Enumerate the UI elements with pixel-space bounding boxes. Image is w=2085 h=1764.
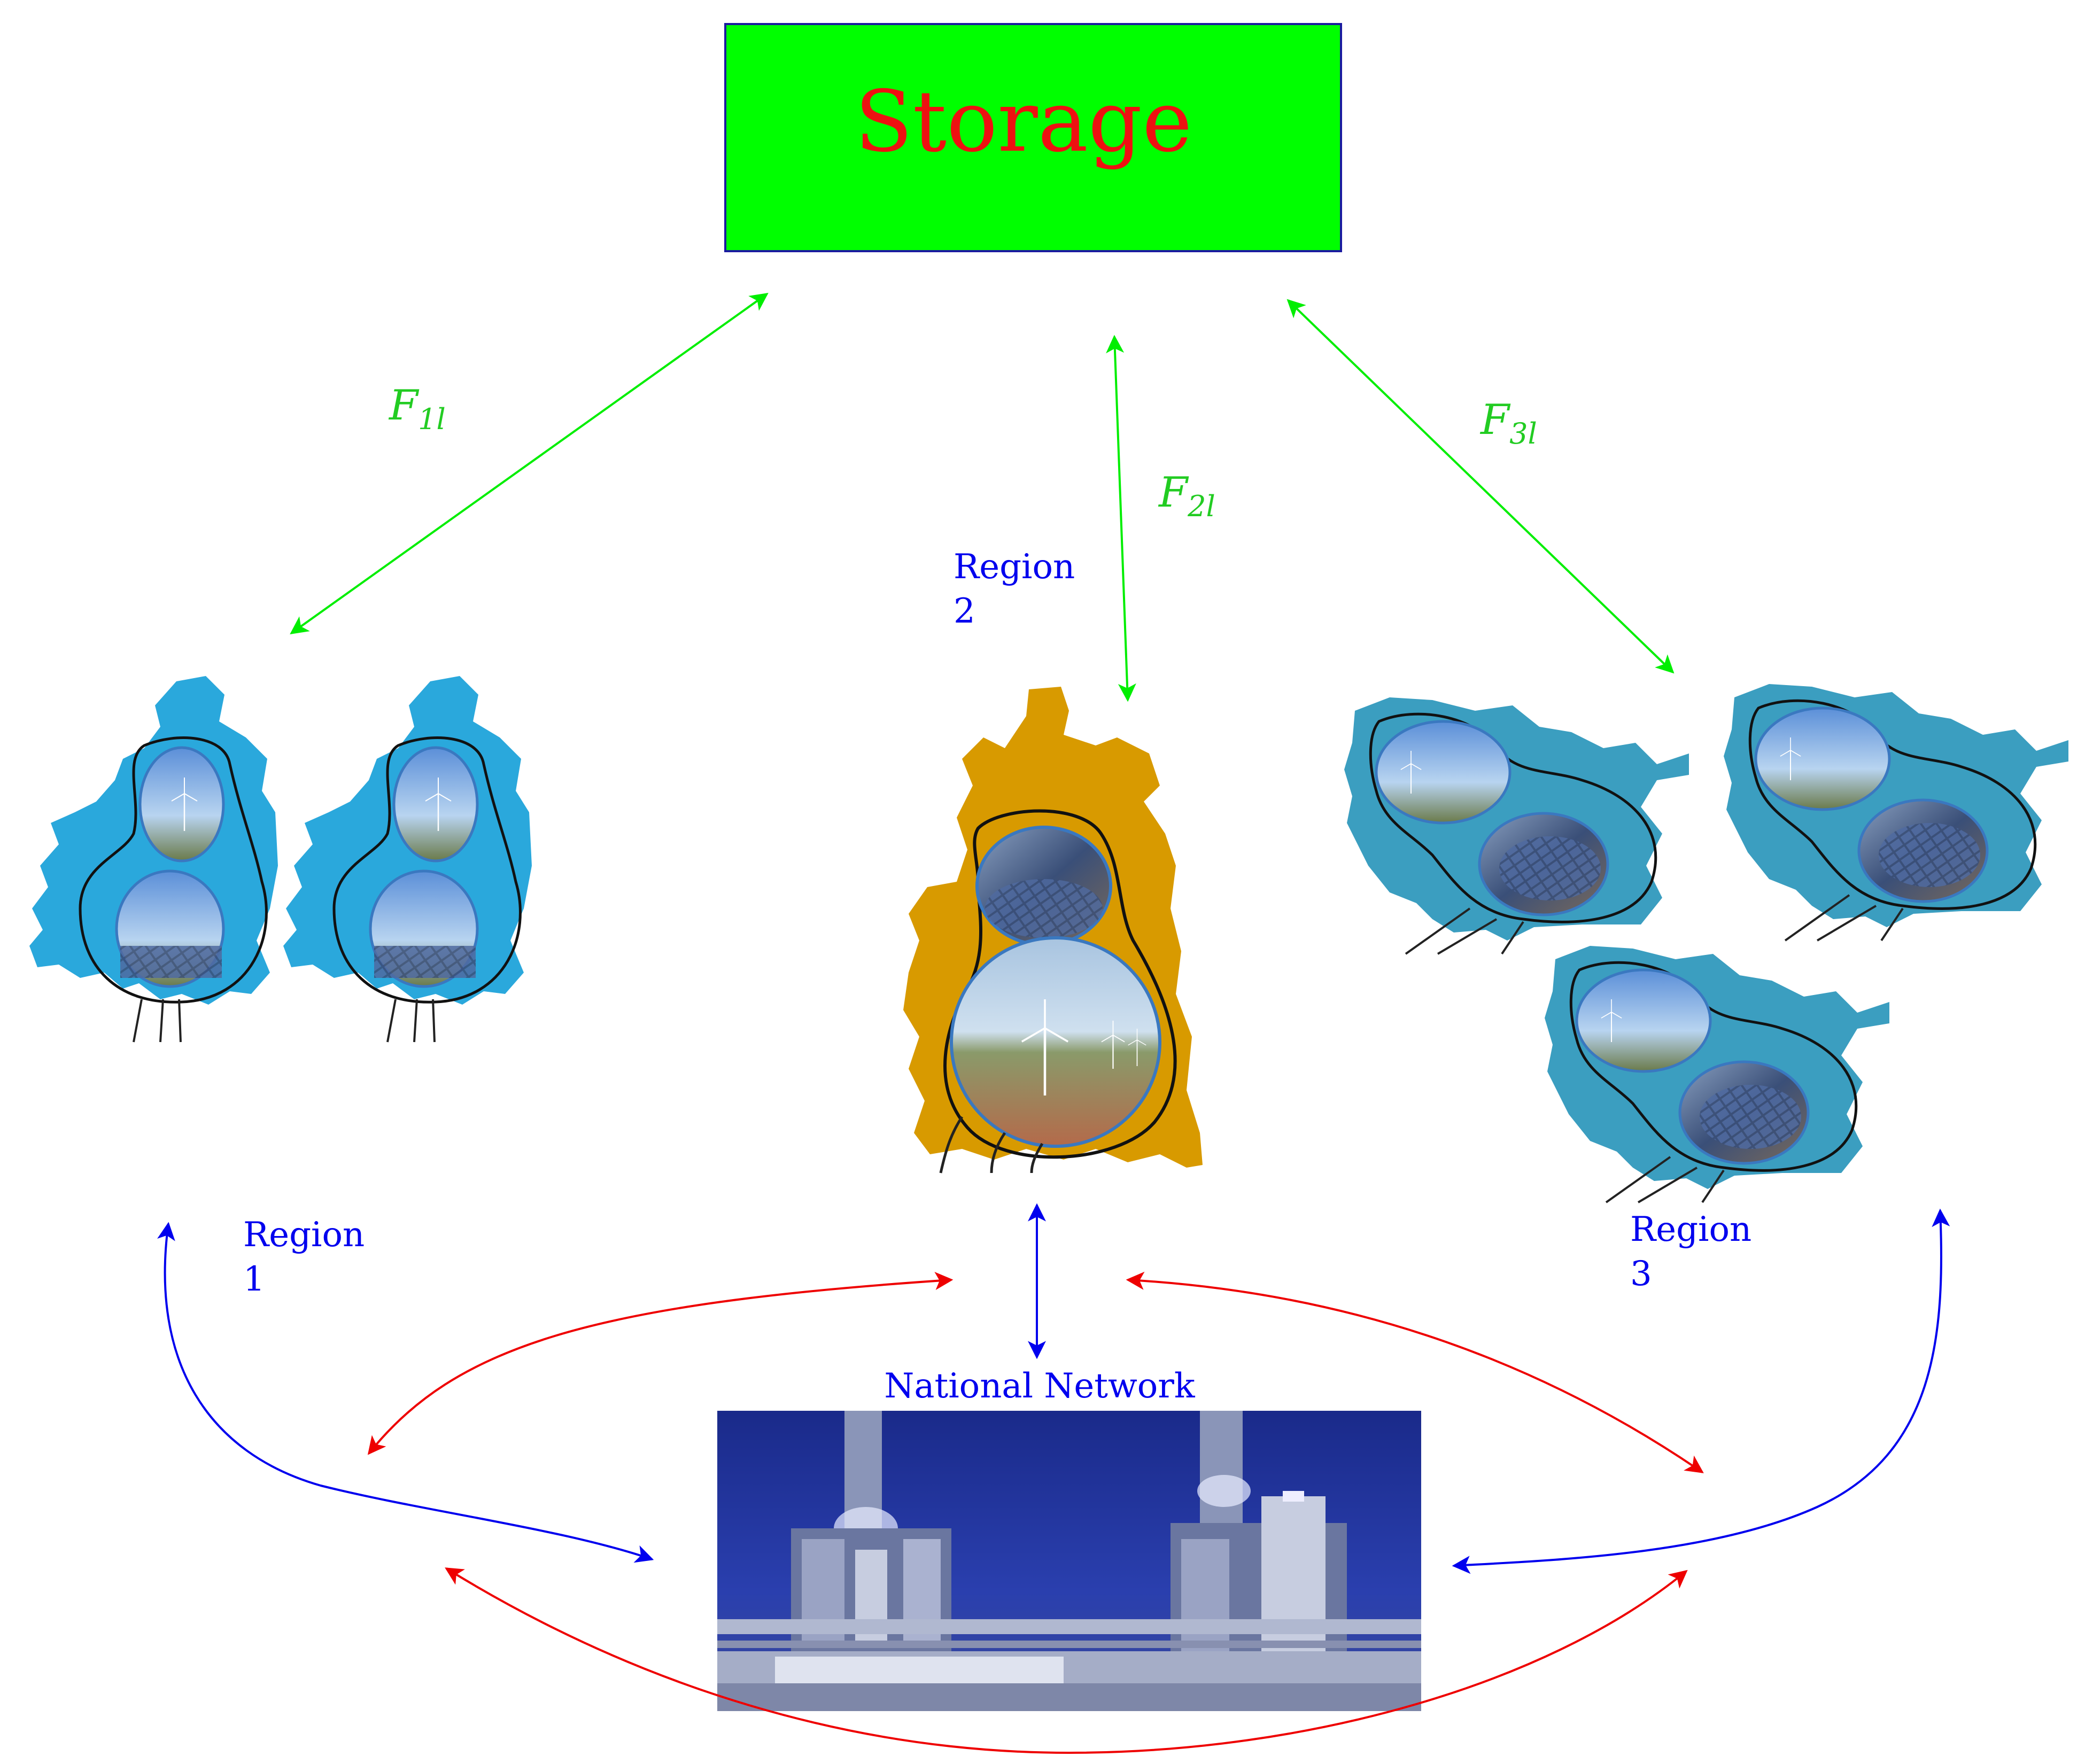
- region1-power-lines: [133, 999, 182, 1043]
- flow-f3-base: F: [1479, 396, 1511, 444]
- region3-wind-photo: [1575, 968, 1712, 1073]
- region1-label-line2: 1: [243, 1260, 265, 1299]
- region1-label-line1: Region: [243, 1215, 365, 1255]
- storage-link-region2: [1106, 335, 1136, 702]
- region3-power-lines: [1605, 1156, 1725, 1203]
- region2-label: Region 2: [954, 547, 1086, 631]
- region2-outline: [943, 809, 1177, 1159]
- national-network-label: National Network: [884, 1366, 1196, 1406]
- storage-link-region1: [290, 293, 769, 634]
- region2-wind-photo: [950, 936, 1161, 1148]
- region1-outline: [332, 736, 522, 1004]
- flow-f1-sub: 1l: [418, 402, 446, 436]
- region3-power-lines: [1405, 907, 1524, 955]
- region1-wind-photo: [392, 746, 479, 862]
- storage-link-region3: [1286, 299, 1675, 674]
- region2-power-lines: [939, 1116, 1044, 1174]
- region2-label-line1: Region: [954, 547, 1075, 587]
- region2-group: Region 2: [903, 547, 1203, 1174]
- flow-label-f1: F1l: [388, 382, 446, 436]
- region3-label: Region 3: [1630, 1210, 1763, 1294]
- flow-f1-base: F: [388, 382, 420, 430]
- region3-wind-photo: [1375, 720, 1512, 825]
- region1-map-b: [283, 676, 532, 1043]
- inter-region-link-1-3: [445, 1567, 1688, 1754]
- flow-label-f2: F2l: [1158, 469, 1215, 523]
- storage-label: Storage: [855, 73, 1192, 171]
- network-link-region1: [157, 1222, 654, 1563]
- region3-map-c: [1545, 946, 1889, 1203]
- power-plant-photo: [717, 1411, 1421, 1711]
- flow-f2-base: F: [1158, 469, 1189, 517]
- region1-wind-photo: [138, 746, 225, 862]
- region-network-links: [157, 1203, 1950, 1574]
- national-network-node: National Network: [717, 1366, 1421, 1711]
- region3-wind-photo: [1754, 706, 1891, 811]
- inter-region-links: [367, 1271, 1704, 1754]
- region2-label-line2: 2: [954, 592, 975, 631]
- region1-group: Region 1: [29, 676, 532, 1299]
- region3-power-lines: [1784, 894, 1904, 942]
- region1-outline: [79, 736, 268, 1004]
- flow-f3-sub: 3l: [1509, 417, 1537, 450]
- flow-f2-sub: 2l: [1187, 489, 1215, 523]
- flow-label-f3: F3l: [1479, 396, 1537, 450]
- region1-power-lines: [386, 999, 436, 1043]
- region3-label-line2: 3: [1630, 1254, 1652, 1294]
- region3-label-line1: Region: [1630, 1210, 1751, 1249]
- region3-map-a: [1344, 697, 1689, 955]
- storage-links: [290, 293, 1675, 702]
- region3-group: Region 3: [1344, 684, 2068, 1294]
- storage-node: Storage: [724, 23, 1342, 252]
- inter-region-link-2-3: [1126, 1271, 1704, 1473]
- region1-label: Region 1: [243, 1215, 376, 1299]
- storage-box: [724, 23, 1342, 252]
- region3-map-b: [1724, 684, 2068, 942]
- region1-map-a: [29, 676, 278, 1043]
- inter-region-link-1-2: [367, 1272, 954, 1455]
- network-link-region3: [1452, 1208, 1950, 1574]
